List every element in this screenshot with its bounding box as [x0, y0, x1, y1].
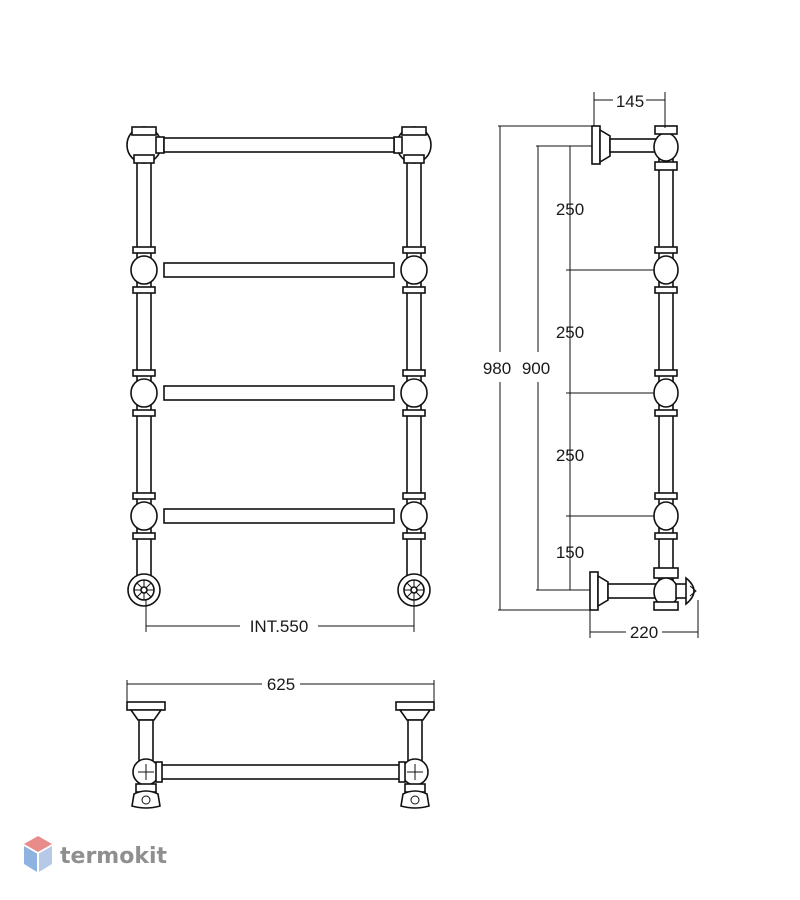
front-bar-3 — [163, 385, 395, 401]
top-right-bracket — [395, 701, 435, 809]
side-bottom-bracket — [589, 567, 697, 611]
dimension-spacing-2-label: 250 — [556, 323, 584, 342]
top-view-bar — [158, 764, 403, 780]
front-right-collars — [400, 246, 428, 540]
dimension-top-width-label: 625 — [267, 675, 295, 694]
dimension-side-depth-top: 145 — [593, 92, 666, 128]
front-bar-1 — [163, 137, 395, 153]
dimension-bottom-offset-label: 150 — [556, 543, 584, 562]
dimension-top-width: 625 — [126, 675, 435, 702]
front-top-right-cap — [393, 126, 432, 164]
dimension-side-depth-bottom: 220 — [589, 600, 699, 642]
dimension-spacing-3-label: 250 — [556, 446, 584, 465]
dimension-side-depth-bottom-label: 220 — [630, 623, 658, 642]
side-top-wall-bracket — [591, 125, 679, 171]
dimension-front-width: INT.550 — [145, 600, 415, 636]
dimension-total-height: 980 — [483, 125, 597, 611]
cube-icon — [24, 836, 52, 872]
dimension-front-width-label: INT.550 — [250, 617, 309, 636]
dimension-centers-height: 900 — [522, 145, 600, 591]
front-left-valve — [127, 573, 161, 607]
front-top-left-cap — [126, 126, 165, 164]
dimension-spacing-1-label: 250 — [556, 200, 584, 219]
brand-name: termokit — [60, 844, 167, 869]
side-collars — [653, 246, 679, 540]
front-bar-4 — [163, 508, 395, 524]
dimension-total-height-label: 980 — [483, 359, 511, 378]
front-left-collars — [130, 246, 158, 540]
dimension-centers-height-label: 900 — [522, 359, 550, 378]
front-view: INT.550 — [126, 126, 432, 636]
front-bar-2 — [163, 262, 395, 278]
side-view: 980 900 250 250 250 150 — [483, 92, 699, 642]
termokit-logo: termokit — [24, 836, 167, 872]
top-left-bracket — [126, 701, 166, 809]
top-view: 625 — [126, 675, 435, 809]
dimension-side-depth-top-label: 145 — [616, 92, 644, 111]
front-right-valve — [397, 573, 431, 607]
dimension-spacing-chain: 250 250 250 150 — [556, 146, 660, 590]
